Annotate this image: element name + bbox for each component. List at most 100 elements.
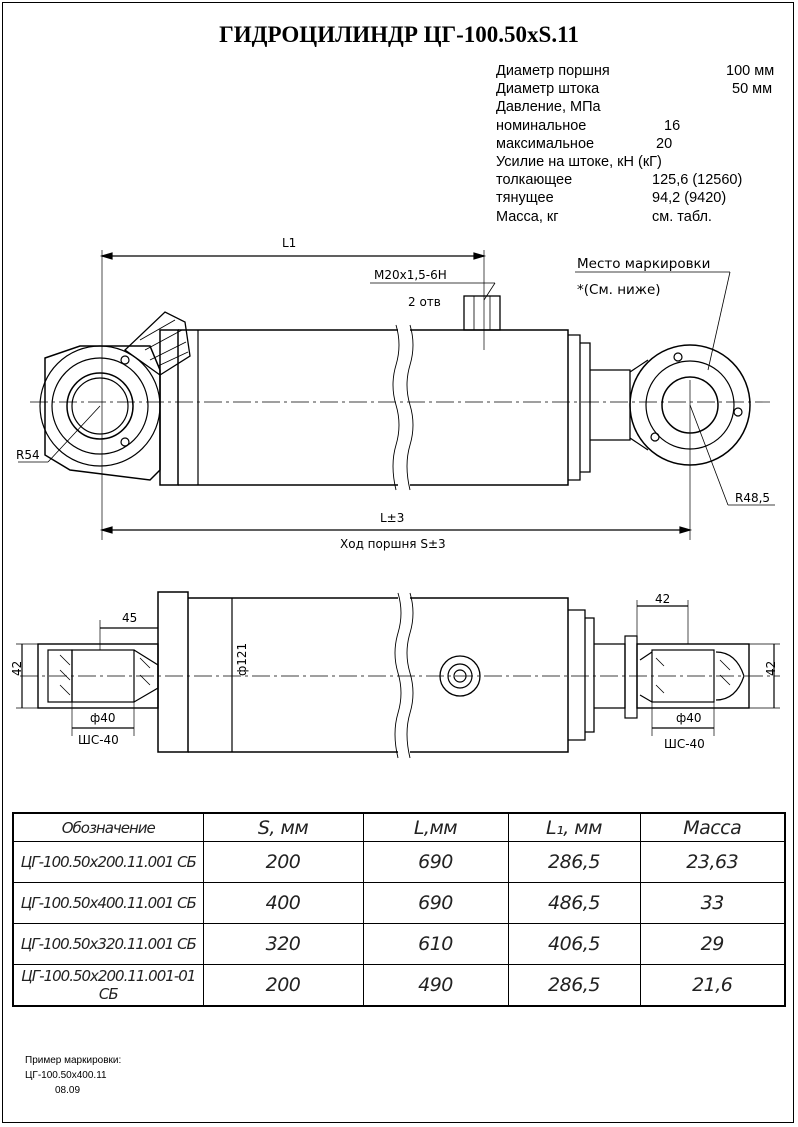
end-cap-left [159,329,179,486]
weld-hatching [139,319,189,367]
mounting-hole [120,437,130,447]
cell-stroke: 320 [202,923,364,965]
header-designation: Обозначение [12,812,204,842]
piston-rod [590,369,631,441]
marking-line: 08.09 [55,1085,81,1096]
spec-row: Усилие на штоке, кН (кГ) [496,153,786,171]
stroke-label: Ход поршня S±3 [340,537,446,551]
right-eye-outer [629,344,751,466]
left-spherical-bearing [71,649,135,703]
mounting-flange [157,591,189,753]
cylinder-tube [188,597,569,753]
cell-stroke: 200 [202,964,364,1007]
marking-line: ЦГ-100.50x400.11 [25,1070,107,1081]
weld-boss [123,311,191,376]
break-line [406,324,414,491]
marking-example: Пример маркировки: ЦГ-100.50x400.11 08.0… [25,1053,121,1098]
mounting-hole [650,432,660,442]
mounting-hole [120,355,130,365]
spec-label: Давление, МПа [496,99,601,116]
cell-designation: ЦГ-100.50x320.11.001 СБ [12,923,204,965]
left-eye-bore [66,372,134,440]
diameter-121-label: ф121 [235,643,249,676]
header-mass: Масса [639,812,786,842]
table-row: ЦГ-100.50x200.11.001 СБ 200 690 286,5 23… [12,841,786,883]
dim42-label: 42 [655,592,670,606]
right-bearing-race [639,651,653,703]
dia40-left-label: ф40 [90,711,116,725]
dia40-right-label: ф40 [676,711,702,725]
break-line [406,592,414,759]
table-header-row: Обозначение S, мм L,мм L₁, мм Масса [12,812,786,842]
right-spherical-bearing [651,649,715,703]
table-row: ЦГ-100.50x320.11.001 СБ 320 610 406,5 29 [12,923,786,965]
header-stroke: S, мм [202,812,364,842]
spec-value: 125,6 (12560) [652,172,743,189]
dim42-right-label: 42 [764,661,778,676]
right-eye-end [715,651,745,701]
shs40-left-label: ШС-40 [78,733,119,747]
header-length: L,мм [362,812,509,842]
holes-label: 2 отв [408,295,441,309]
cell-mass: 33 [639,882,786,924]
r54-leader [47,405,101,463]
thread-leader [483,282,496,301]
spec-row: номинальное 16 [496,117,786,135]
spec-label: тянущее [496,190,554,207]
variants-table: Обозначение S, мм L,мм L₁, мм Масса ЦГ-1… [12,812,786,1007]
shs40-right-label: ШС-40 [664,737,705,751]
cell-length: 610 [362,923,509,965]
cell-stroke: 400 [202,882,364,924]
cylinder-tube [178,329,569,486]
cell-designation: ЦГ-100.50x400.11.001 СБ [12,882,204,924]
dimension-arrows [99,526,693,534]
header-l1: L₁, мм [507,812,641,842]
spec-label: Усилие на штоке, кН (кГ) [496,153,662,170]
break-line [392,324,400,491]
spec-value: 50 мм [732,81,773,98]
cylinder-top-view: 45 42 42 42 ф121 ф40 ф40 ШС-40 ШС-40 [10,591,780,759]
cell-length: 690 [362,841,509,883]
table-row: ЦГ-100.50x400.11.001 СБ 400 690 486,5 33 [12,882,786,924]
spec-value: 16 [664,117,681,134]
marking-reference-label: *(См. ниже) [577,282,661,298]
dimension-arrows [99,252,487,260]
dim45-label: 45 [122,611,137,625]
left-clevis-body [44,345,161,481]
marking-heading: Пример маркировки: [25,1055,122,1066]
length-label: L±3 [380,511,404,525]
marking-place-label: Место маркировки [577,256,710,272]
bearing-hatching [655,657,731,694]
cell-l1: 406,5 [507,923,641,965]
right-eye-bearing [645,360,735,450]
cell-stroke: 200 [202,841,364,883]
bearing-hatching [59,654,151,696]
spec-value: 20 [656,135,673,152]
mounting-hole [673,352,683,362]
cell-length: 490 [362,964,509,1007]
spec-label: максимальное [496,135,595,152]
right-rod-eye [636,643,750,709]
mounting-hole [733,407,743,417]
cylinder-head [568,609,595,741]
cylinder-head [568,334,591,481]
spec-row: максимальное 20 [496,135,786,153]
cylinder-side-view: L1 M20x1,5-6H 2 отв Место маркировки *(С… [16,236,775,551]
left-eye-bearing [51,357,149,455]
cell-length: 690 [362,882,509,924]
r54-label: R54 [16,448,40,462]
left-eye-bore-inner [71,377,129,435]
drawing-title: ГИДРОЦИЛИНДР ЦГ-100.50xS.11 [219,22,579,47]
r48-leader [689,404,729,506]
l1-label: L1 [282,236,296,250]
cell-mass: 29 [639,923,786,965]
spec-row: Давление, МПа [496,98,786,116]
cell-l1: 286,5 [507,841,641,883]
spec-label: номинальное [496,117,587,134]
